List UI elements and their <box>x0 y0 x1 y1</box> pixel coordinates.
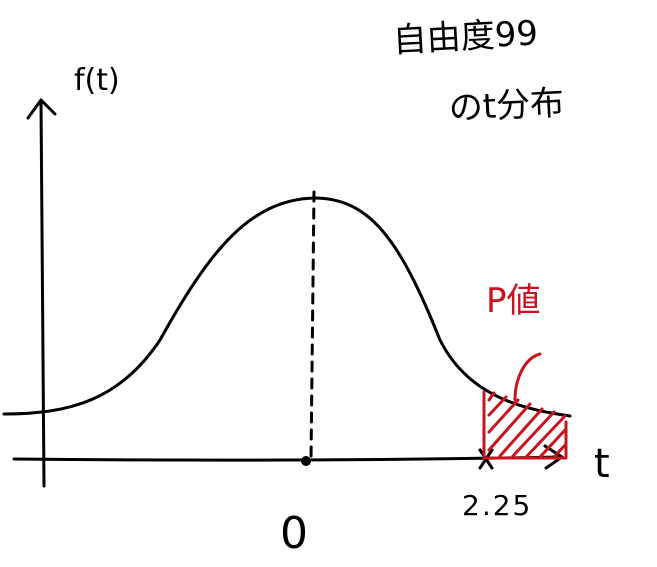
p-value-label: P値 <box>486 281 541 321</box>
y-axis-arrowhead <box>26 98 57 120</box>
chart-title-line2: のt分布 <box>447 82 566 129</box>
critical-value-label: 2.25 <box>462 489 533 522</box>
x-axis <box>12 455 562 462</box>
center-dashed-line <box>309 190 316 462</box>
y-axis <box>39 100 46 488</box>
y-axis-label: f(t) <box>74 63 120 98</box>
origin-point <box>301 456 311 466</box>
p-value-pointer <box>513 352 542 402</box>
p-value-shaded-region <box>482 390 568 460</box>
origin-label: 0 <box>280 508 308 559</box>
chart-title-line1: 自由度99 <box>391 13 540 61</box>
x-axis-label: t <box>594 441 610 487</box>
